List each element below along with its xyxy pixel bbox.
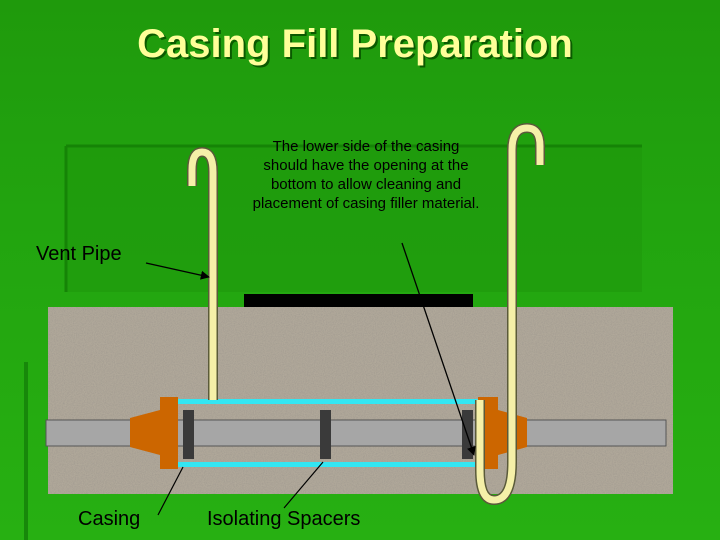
left-end-seal: [130, 397, 178, 469]
caption-arrow: [401, 242, 476, 456]
isolating-spacer-middle: [320, 410, 331, 459]
isolating-spacers-label: Isolating Spacers: [207, 508, 361, 530]
isolating-spacer-left: [183, 410, 194, 459]
caption-text: The lower side of the casing should have…: [252, 138, 480, 212]
casing-bottom-wall: [178, 462, 478, 467]
road-surface: [244, 294, 473, 308]
slide-title: Casing Fill Preparation: [137, 22, 573, 66]
casing-leader-line: [157, 466, 184, 516]
vent-pipe-arrow: [145, 262, 210, 280]
vent-pipe-right: [475, 123, 545, 505]
casing-top-wall: [178, 399, 478, 404]
vent-pipe-label: Vent Pipe: [36, 243, 122, 265]
casing-label: Casing: [78, 508, 141, 530]
panel-edge-lower-left: [24, 362, 28, 540]
spacer-leader-line: [283, 461, 324, 509]
vent-pipe-left: [187, 147, 218, 400]
background-panel: [66, 146, 642, 292]
